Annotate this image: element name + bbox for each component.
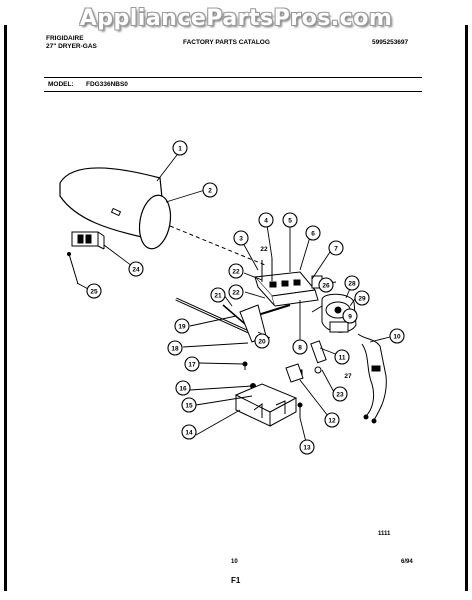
callout-19 <box>174 318 190 334</box>
callout-4 <box>258 212 274 228</box>
callout-28-label: 28 <box>348 281 356 288</box>
callout-5 <box>282 212 298 228</box>
page-number: 10 <box>231 559 238 565</box>
header-brand: FRIGIDAIRE <box>46 35 84 42</box>
callout-23 <box>332 386 348 402</box>
callout-8 <box>292 339 308 355</box>
callout-18 <box>167 340 183 356</box>
callout-14-label: 14 <box>185 430 193 437</box>
callout-3-label: 3 <box>239 236 243 243</box>
callout-22b <box>228 263 244 279</box>
header-catalog-title: FACTORY PARTS CATALOG <box>183 39 270 46</box>
callout-25 <box>86 283 102 299</box>
callout-10-label: 10 <box>393 334 401 341</box>
model-label: MODEL: <box>48 81 74 88</box>
callout-9 <box>342 308 358 324</box>
callout-21-label: 21 <box>214 293 222 300</box>
callout-6-label: 6 <box>311 231 315 238</box>
callout-1-label: 1 <box>178 146 182 153</box>
callout-6 <box>305 225 321 241</box>
figure-code: 1111 <box>378 531 391 537</box>
callout-14 <box>181 424 197 440</box>
burner-bracket <box>234 383 298 427</box>
callout-15 <box>181 397 197 413</box>
callout-8-label: 8 <box>298 345 302 352</box>
callout-16-label: 16 <box>179 386 187 393</box>
callout-7 <box>328 240 344 256</box>
callout-12-label: 12 <box>328 418 336 425</box>
callout-2 <box>202 182 218 198</box>
wire-harness <box>357 333 387 424</box>
revision-date: 6/94 <box>401 559 413 565</box>
callout-12 <box>324 412 340 428</box>
callout-bubbles <box>86 140 405 455</box>
drum-cylinder <box>59 167 172 250</box>
page-border <box>4 25 468 591</box>
callout-19-label: 19 <box>178 324 186 331</box>
callout-5-label: 5 <box>288 218 292 225</box>
callout-9-label: 9 <box>348 314 352 321</box>
callout-4-label: 4 <box>264 218 268 225</box>
callout-3 <box>233 230 249 246</box>
callout-7-label: 7 <box>334 246 338 253</box>
callout-10 <box>389 328 405 344</box>
callout-numbers: 1 2 3 4 5 6 7 8 9 10 11 12 13 14 15 16 1… <box>90 146 401 452</box>
callout-24-label: 24 <box>132 267 140 274</box>
callout-26 <box>318 277 334 293</box>
callout-11-label: 11 <box>339 355 346 362</box>
callout-28 <box>344 275 360 291</box>
callout-2-label: 2 <box>208 188 212 195</box>
leader-lines <box>76 150 391 443</box>
callout-29 <box>354 290 370 306</box>
bracket-screw <box>297 402 303 418</box>
callout-25-label: 25 <box>90 289 98 296</box>
drum-axis-line <box>169 225 266 266</box>
callout-23-label: 23 <box>336 392 344 399</box>
clip-part <box>285 363 304 383</box>
callout-22b-label: 22 <box>232 269 240 276</box>
callout-22c-label: 22 <box>260 246 268 253</box>
header-rule-top <box>44 77 422 78</box>
callout-11 <box>334 349 350 365</box>
callout-22a-label: 22 <box>232 290 240 297</box>
callout-26-label: 26 <box>322 283 330 290</box>
callout-16 <box>175 380 191 396</box>
callout-29-label: 29 <box>358 296 366 303</box>
screw-part <box>67 252 79 285</box>
callout-13 <box>299 439 315 455</box>
header-catalog-number: 5995253697 <box>372 39 409 46</box>
callout-1 <box>172 140 188 156</box>
callout-15-label: 15 <box>185 403 193 410</box>
callout-27-label: 27 <box>344 373 352 380</box>
callout-20 <box>254 333 270 349</box>
figure-id: F1 <box>231 576 241 585</box>
callout-22a <box>228 284 244 300</box>
callout-20-label: 20 <box>258 339 266 346</box>
callout-21 <box>210 287 226 303</box>
mounting-screws <box>242 361 256 389</box>
burner-housing <box>253 258 319 307</box>
model-number: FDG336NBS0 <box>86 81 128 88</box>
connector-block <box>71 231 105 250</box>
watermark: AppliancePartsPros.com <box>79 6 393 31</box>
callout-24 <box>128 261 144 277</box>
callout-17 <box>184 356 200 372</box>
callout-13-label: 13 <box>303 445 311 452</box>
callout-18-label: 18 <box>171 346 179 353</box>
header-rule-bottom <box>44 91 422 92</box>
callout-17-label: 17 <box>188 362 196 369</box>
header-product: 27" DRYER-GAS <box>46 43 97 50</box>
